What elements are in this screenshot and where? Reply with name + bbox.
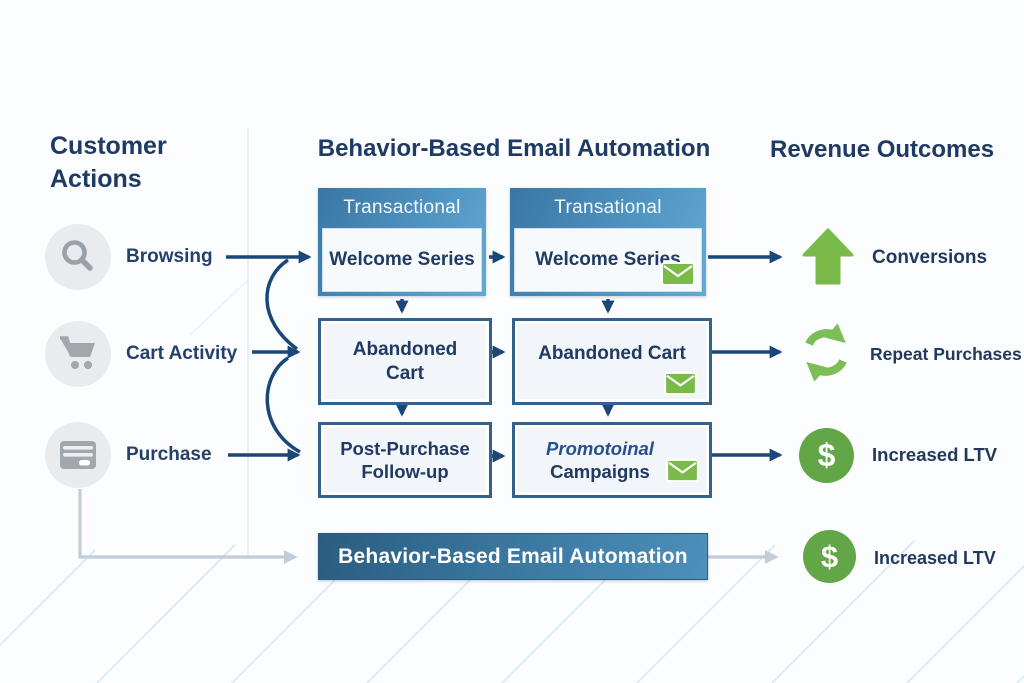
- box-text-welcome-series-2: Welcome Series: [535, 249, 681, 271]
- outcome-label-increased-ltv-1: Increased LTV: [872, 444, 998, 465]
- promo-line1: Promotoinal: [546, 437, 654, 459]
- box-text-welcome-series-1: Welcome Series: [329, 249, 475, 271]
- outcome-label-repeat-purchases: Repeat Purchases: [870, 344, 1022, 364]
- up-arrow-icon: [802, 228, 854, 290]
- box-header-transational: Transational: [554, 197, 662, 218]
- action-label-cart-activity: Cart Activity: [126, 343, 238, 364]
- dollar-glyph: $: [817, 437, 836, 473]
- flow-box-post-purchase: Post-Purchase Follow-up: [318, 422, 492, 498]
- flow-box-transational: Transational Welcome Series: [510, 188, 706, 296]
- promo-line2: Campaigns: [550, 461, 650, 482]
- box-header-transactional: Transactional: [343, 197, 461, 218]
- repeat-cycle-icon: [794, 322, 858, 389]
- action-label-purchase: Purchase: [126, 444, 212, 465]
- action-label-browsing: Browsing: [126, 246, 213, 267]
- dollar-icon: $: [803, 530, 856, 583]
- box-text-abandoned-cart-1: Abandoned Cart: [352, 338, 458, 384]
- behavior-based-banner: Behavior-Based Email Automation: [318, 533, 708, 580]
- flow-box-transactional: Transactional Welcome Series: [318, 188, 486, 296]
- box-body: Welcome Series: [514, 228, 702, 292]
- box-body: Welcome Series: [322, 228, 482, 292]
- envelope-icon: [664, 372, 697, 395]
- envelope-icon: [661, 262, 695, 286]
- customer-actions-heading: Customer Actions: [50, 132, 167, 193]
- outcome-label-conversions: Conversions: [872, 247, 988, 268]
- credit-card-icon: [45, 422, 111, 488]
- flow-box-abandoned-cart-2: Abandoned Cart: [512, 318, 712, 405]
- gray-connectors: [78, 489, 779, 564]
- search-icon: [45, 224, 111, 290]
- dollar-glyph: $: [820, 538, 839, 574]
- outcome-label-increased-ltv-2: Increased LTV: [874, 548, 996, 568]
- dollar-icon: $: [799, 428, 854, 483]
- flow-box-promotional-campaigns: Promotoinal Campaigns: [512, 422, 712, 498]
- box-text-post-purchase: Post-Purchase Follow-up: [340, 437, 470, 482]
- box-text-abandoned-cart-2: Abandoned Cart: [538, 342, 686, 364]
- shopping-cart-icon: [45, 321, 111, 387]
- center-title: Behavior-Based Email Automation: [317, 135, 711, 162]
- box-text-promotional: Promotoinal Campaigns: [546, 437, 654, 483]
- envelope-icon: [666, 459, 699, 482]
- revenue-outcomes-heading: Revenue Outcomes: [770, 136, 995, 163]
- flow-box-abandoned-cart-1: Abandoned Cart: [318, 318, 492, 405]
